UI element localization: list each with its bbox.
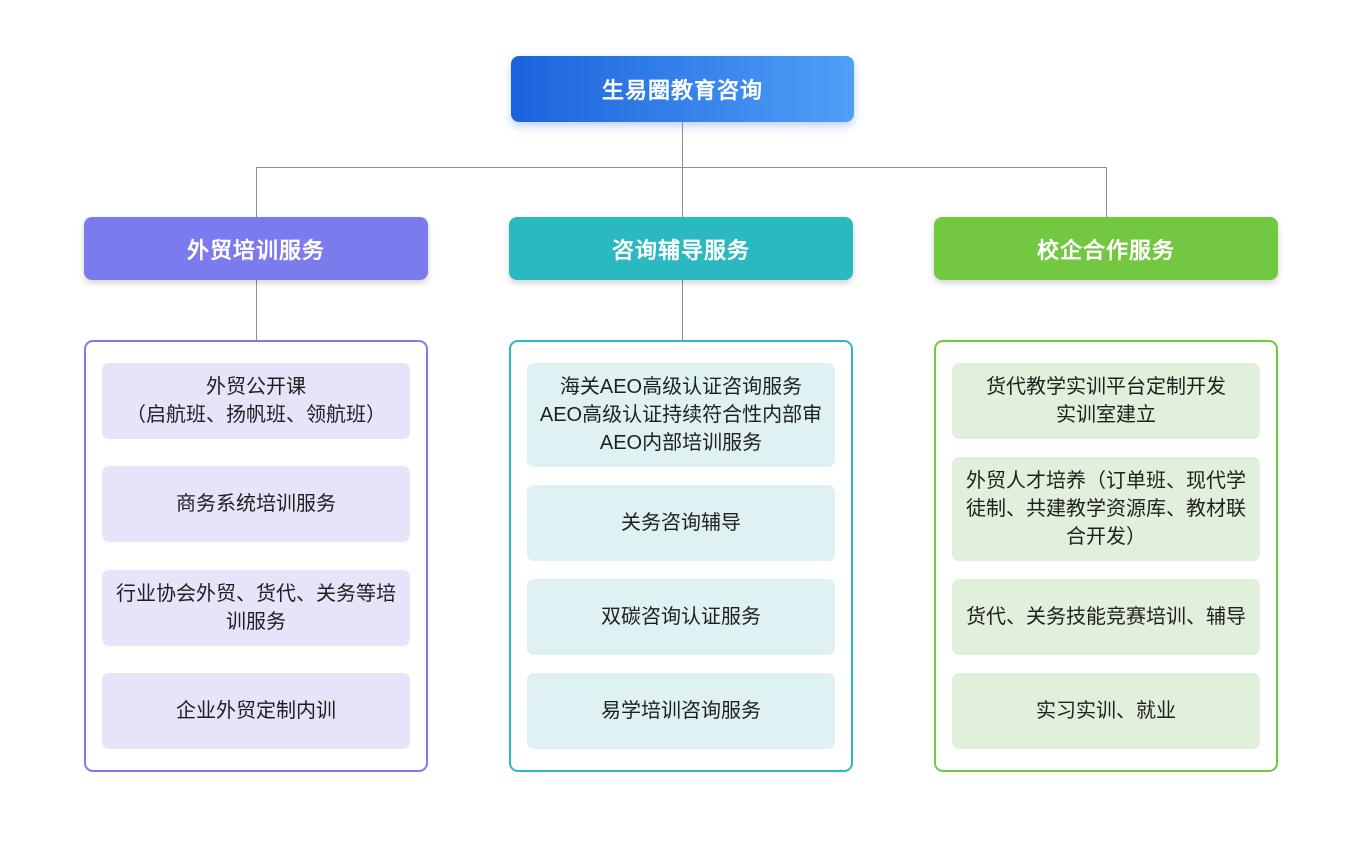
branch-header-trade-training: 外贸培训服务	[84, 217, 428, 280]
service-item: 关务咨询辅导	[527, 485, 835, 561]
branch-panel-consulting: 海关AEO高级认证咨询服务 AEO高级认证持续符合性内部审 AEO内部培训服务 …	[509, 340, 853, 772]
service-item: 海关AEO高级认证咨询服务 AEO高级认证持续符合性内部审 AEO内部培训服务	[527, 363, 835, 467]
service-item: 实习实训、就业	[952, 673, 1260, 749]
branch-header-label: 校企合作服务	[1036, 237, 1175, 263]
connector-left-panel-stem	[256, 280, 257, 340]
connector-drop-middle	[682, 167, 683, 217]
root-node: 生易圈教育咨询	[511, 56, 854, 122]
service-item: 商务系统培训服务	[102, 466, 410, 543]
branch-header-school-enterprise: 校企合作服务	[934, 217, 1278, 280]
connector-drop-left	[256, 167, 257, 217]
branch-panel-school-enterprise: 货代教学实训平台定制开发 实训室建立 外贸人才培养（订单班、现代学徒制、共建教学…	[934, 340, 1278, 772]
connector-middle-panel-stem	[682, 280, 683, 340]
branch-panel-trade-training: 外贸公开课 （启航班、扬帆班、领航班） 商务系统培训服务 行业协会外贸、货代、关…	[84, 340, 428, 772]
branch-header-consulting: 咨询辅导服务	[509, 217, 853, 280]
branch-header-label: 咨询辅导服务	[611, 237, 750, 263]
connector-root-stem	[682, 122, 683, 167]
service-item: 易学培训咨询服务	[527, 673, 835, 749]
service-item: 双碳咨询认证服务	[527, 579, 835, 655]
service-item: 货代、关务技能竞赛培训、辅导	[952, 579, 1260, 655]
root-node-label: 生易圈教育咨询	[601, 78, 763, 103]
service-item: 货代教学实训平台定制开发 实训室建立	[952, 363, 1260, 439]
service-item: 行业协会外贸、货代、关务等培训服务	[102, 569, 410, 646]
service-item: 企业外贸定制内训	[102, 672, 410, 749]
service-item: 外贸公开课 （启航班、扬帆班、领航班）	[102, 363, 410, 439]
connector-drop-right	[1106, 167, 1107, 217]
branch-header-label: 外贸培训服务	[186, 237, 325, 263]
connector-horizontal-rail	[256, 167, 1107, 168]
service-item: 外贸人才培养（订单班、现代学徒制、共建教学资源库、教材联合开发）	[952, 457, 1260, 561]
